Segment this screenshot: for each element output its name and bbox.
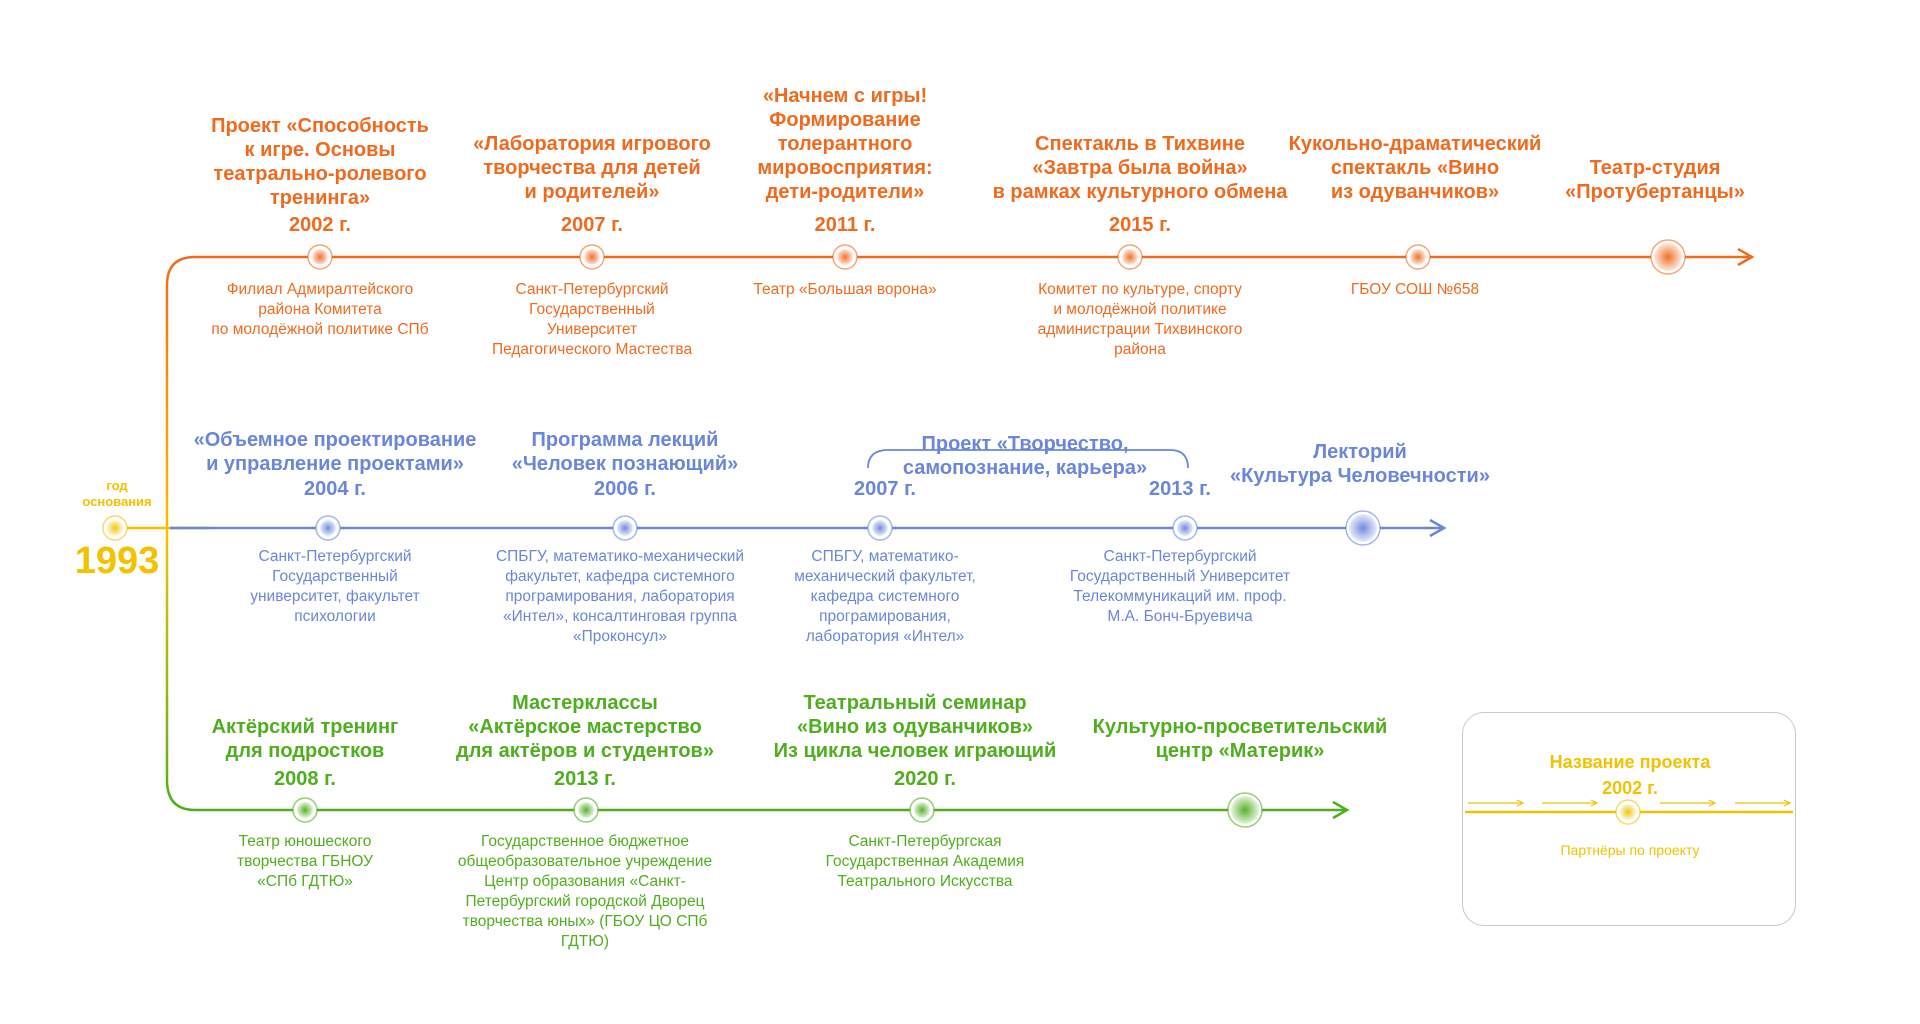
blue-node-1 [320, 520, 336, 536]
green-arrow [1332, 800, 1350, 820]
orange-title-4: Спектакль в Тихвине «Завтра была война» … [992, 133, 1288, 203]
orange-partner-4: Комитет по культуре, спорту и молодёжной… [1037, 281, 1243, 358]
orange-title-3: «Начнем с игры! Формирование толерантног… [757, 85, 933, 203]
green-node-final [1231, 796, 1259, 824]
orange-title-5: Кукольно-драматический спектакль «Вино и… [1288, 133, 1542, 203]
green-title-3: Театральный семинар «Вино из одуванчиков… [773, 692, 1057, 762]
legend-title: Название проекта [1549, 752, 1711, 772]
green-year-2: 2013 г. [554, 768, 616, 790]
orange-node-5 [1410, 249, 1426, 265]
founding-year: 1993 [74, 540, 160, 582]
blue-year-3b: 2013 г. [1149, 478, 1211, 500]
blue-year-2: 2006 г. [594, 478, 656, 500]
founding-node [107, 520, 123, 536]
green-partner-1: Театр юношеского творчества ГБНОУ «СПб Г… [237, 833, 373, 890]
orange-title-1: Проект «Способность к игре. Основы театр… [211, 115, 429, 209]
legend-partner: Партнёры по проекту [1560, 842, 1700, 858]
green-partner-2: Государственное бюджетное общеобразовате… [457, 833, 713, 950]
legend-box [1462, 712, 1796, 926]
legend-tick-arrow-3 [1708, 799, 1717, 807]
orange-partner-5: ГБОУ СОШ №658 [1350, 281, 1480, 298]
green-title-4: Культурно-просветительский центр «Матери… [1092, 716, 1388, 762]
blue-title-2: Программа лекций «Человек познающий» [511, 429, 739, 475]
orange-partner-3: Театр «Большая ворона» [753, 281, 937, 298]
blue-partner-2: СПБГУ, математико-механический факультет… [495, 548, 745, 645]
blue-node-2 [617, 520, 633, 536]
blue-year-1: 2004 г. [304, 478, 366, 500]
orange-node-3 [837, 249, 853, 265]
green-title-1: Актёрский тренинг для подростков [211, 716, 399, 762]
legend-node [1620, 804, 1636, 820]
green-year-1: 2008 г. [274, 768, 336, 790]
orange-partner-2: Санкт-Петербургский Государственный Унив… [491, 281, 693, 358]
green-node-3 [914, 802, 930, 818]
blue-arrow [1429, 518, 1447, 538]
orange-node-2 [584, 249, 600, 265]
green-node-1 [297, 802, 313, 818]
orange-node-4 [1122, 249, 1138, 265]
orange-title-2: «Лаборатория игрового творчества для дет… [473, 133, 711, 203]
orange-year-3: 2011 г. [814, 214, 876, 236]
orange-node-1 [312, 249, 328, 265]
legend-year: 2002 г. [1602, 778, 1658, 798]
green-year-3: 2020 г. [894, 768, 956, 790]
orange-year-1: 2002 г. [289, 214, 351, 236]
blue-title-1: «Объемное проектирование и управление пр… [193, 429, 477, 475]
blue-partner-3a: СПБГУ, математико- механический факульте… [794, 548, 976, 645]
blue-title-4: Лекторий «Культура Человечности» [1230, 441, 1490, 487]
green-partner-3: Санкт-Петербургская Государственная Акад… [825, 833, 1025, 890]
timeline-spine [165, 255, 196, 812]
blue-title-3: Проект «Творчество, самопознание, карьер… [902, 433, 1148, 479]
orange-year-2: 2007 г. [561, 214, 623, 236]
blue-year-3a: 2007 г. [854, 478, 916, 500]
orange-arrow [1737, 247, 1755, 267]
green-node-2 [578, 802, 594, 818]
blue-node-final [1349, 514, 1377, 542]
blue-partner-1: Санкт-Петербургский Государственный унив… [250, 548, 420, 625]
legend-tick-arrow-4 [1783, 799, 1792, 807]
blue-node-4 [1177, 520, 1193, 536]
blue-bracket [867, 449, 1189, 469]
green-title-2: Мастерклассы «Актёрское мастерство для а… [456, 692, 714, 762]
orange-year-4: 2015 г. [1109, 214, 1171, 236]
orange-partner-1: Филиал Адмиралтейского района Комитета п… [211, 281, 429, 338]
blue-partner-3b: Санкт-Петербургский Государственный Унив… [1069, 548, 1291, 625]
orange-title-6: Театр-студия «Протубертанцы» [1565, 157, 1745, 203]
founding-label: год основания [82, 478, 152, 509]
legend-tick-arrow-2 [1590, 799, 1599, 807]
orange-node-final [1654, 243, 1682, 271]
blue-node-3 [872, 520, 888, 536]
legend-tick-arrow-1 [1516, 799, 1525, 807]
